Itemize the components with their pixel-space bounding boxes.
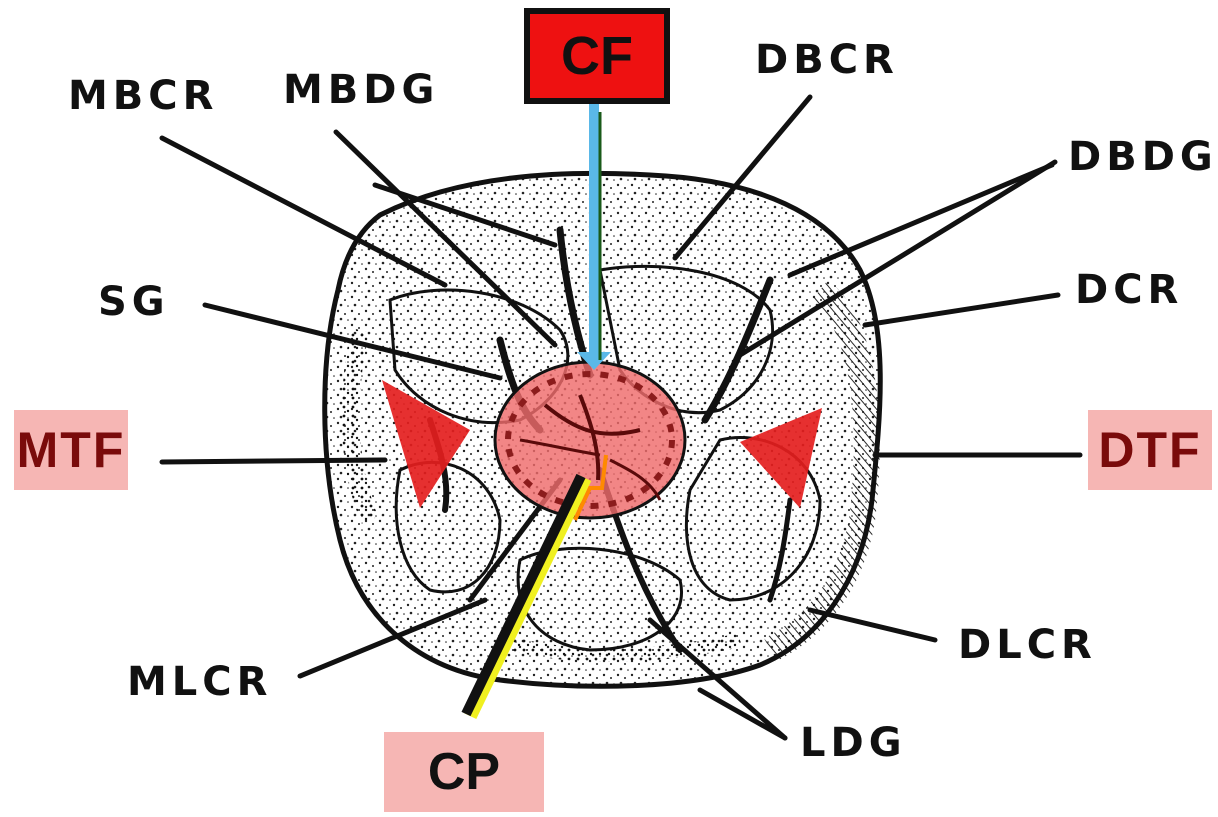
label-dtf: DTF: [1088, 410, 1212, 490]
label-mtf: MTF: [14, 410, 128, 490]
label-dlcr: DLCR: [958, 625, 1097, 665]
label-dbdg: DBDG: [1068, 137, 1218, 177]
label-mlcr: MLCR: [127, 662, 272, 702]
label-mbcr: MBCR: [68, 76, 218, 116]
label-sg: SG: [98, 282, 170, 322]
label-cp: CP: [384, 732, 544, 812]
label-ldg: LDG: [800, 723, 907, 763]
label-dcr: DCR: [1075, 270, 1183, 310]
label-dbcr: DBCR: [755, 40, 899, 80]
label-mbdg: MBDG: [283, 70, 439, 110]
label-cf: CF: [524, 8, 670, 104]
